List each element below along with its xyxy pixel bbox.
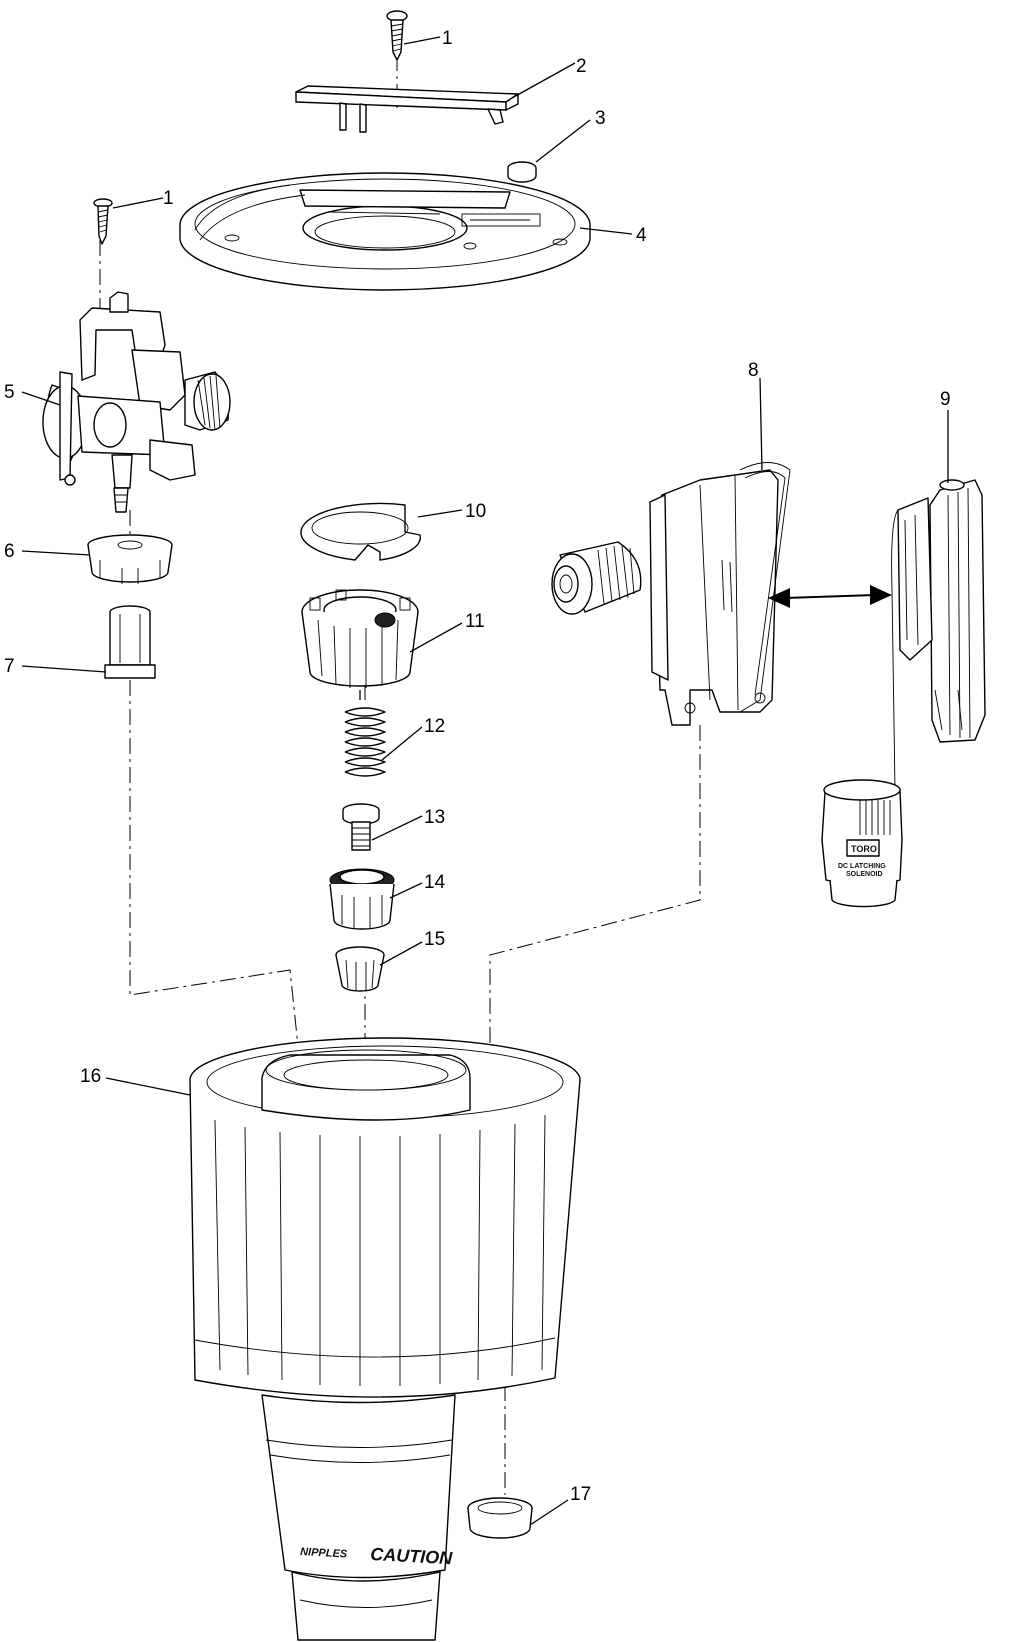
case-warning-nipples: NIPPLES xyxy=(300,1546,348,1560)
part-1-screw-left xyxy=(93,198,113,245)
part-4-lid xyxy=(179,172,591,291)
callout-17: 17 xyxy=(570,1484,591,1505)
solenoid-label-line1: DC LATCHING xyxy=(838,863,886,870)
callout-13: 13 xyxy=(424,807,445,828)
callout-8: 8 xyxy=(748,360,759,381)
part-3-plug xyxy=(507,161,537,183)
callout-1-left: 1 xyxy=(163,188,174,209)
part-17-ring xyxy=(467,1497,533,1539)
part-6-cap xyxy=(87,534,173,584)
case-warning-caution: CAUTION xyxy=(370,1544,454,1568)
solenoid-label-line2: SOLENOID xyxy=(846,871,883,878)
part-2-cover-plate xyxy=(295,85,519,133)
callout-7: 7 xyxy=(4,656,15,677)
callout-3: 3 xyxy=(595,108,606,129)
leader-lines xyxy=(21,36,949,1526)
part-15-insert xyxy=(335,946,385,992)
callout-2: 2 xyxy=(576,56,587,77)
part-8-solenoid-bracket xyxy=(649,462,791,726)
callout-14: 14 xyxy=(424,872,446,893)
interchange-arrow xyxy=(768,585,892,608)
solenoid-coil xyxy=(551,541,642,615)
part-13-filter-pin xyxy=(342,803,380,851)
callout-15: 15 xyxy=(424,929,445,950)
part-12-spring xyxy=(344,707,386,777)
callout-10: 10 xyxy=(465,501,486,522)
solenoid-brand: TORO xyxy=(851,844,877,854)
callout-numbers: 1 2 3 1 4 5 6 7 8 9 10 11 12 13 14 15 16… xyxy=(4,28,951,1505)
callout-1-top: 1 xyxy=(442,28,453,49)
part-10-snap-ring xyxy=(300,502,421,561)
part-7-spool xyxy=(104,605,156,679)
callout-16: 16 xyxy=(80,1066,101,1087)
callout-4: 4 xyxy=(636,225,647,246)
callout-12: 12 xyxy=(424,716,445,737)
part-14-seal-assembly xyxy=(329,868,395,930)
part-9-latching-solenoid: TORO DC LATCHING SOLENOID xyxy=(821,479,986,908)
part-11-selector-cage xyxy=(301,589,419,700)
callout-9: 9 xyxy=(940,389,951,410)
callout-6: 6 xyxy=(4,541,15,562)
callout-5: 5 xyxy=(4,382,15,403)
callout-11: 11 xyxy=(465,611,485,632)
part-1-screw-top xyxy=(386,10,408,61)
part-5-valve-actuator xyxy=(42,291,231,513)
part-16-case-body: NIPPLES CAUTION xyxy=(189,1037,581,1641)
